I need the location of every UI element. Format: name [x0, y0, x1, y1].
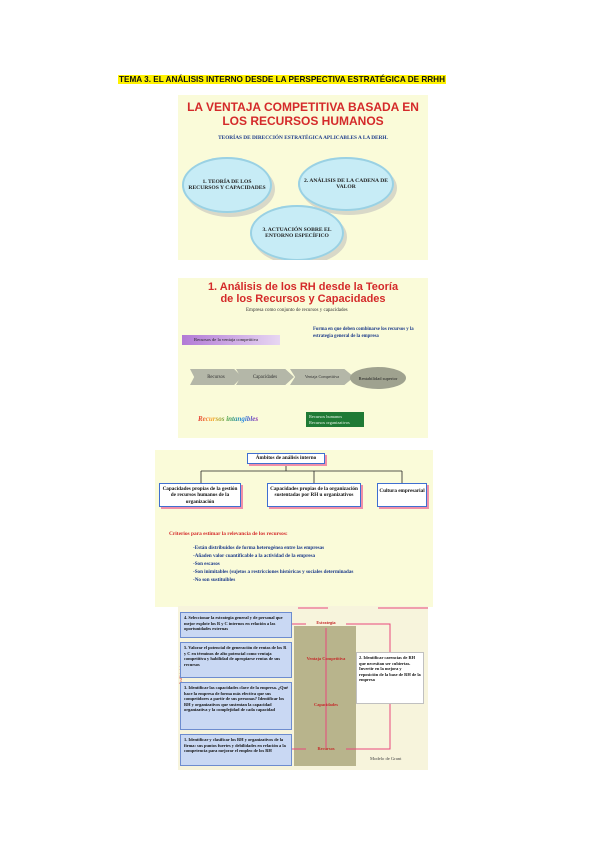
list-item: -Añaden valor cuantificable a la activid… — [193, 553, 316, 559]
step-1-box: 1. Identificar y clasificar los RH y org… — [180, 734, 292, 766]
olive-column — [294, 626, 356, 766]
green-box: Recursos humanos Recursos organizativos — [306, 412, 364, 427]
node-capabilities: Capacidades — [314, 702, 338, 707]
cloud-environment: 3. ACTUACIÓN SOBRE EL ENTORNO ESPECÍFICO — [250, 205, 344, 260]
slide2-subtitle: Empresa como conjunto de recursos y capa… — [246, 308, 348, 313]
intangible-resources-label: Recursos intangibles — [198, 415, 259, 423]
flow-capabilities: Capacidades — [236, 369, 294, 385]
node-advantage: Ventaja Competitiva — [306, 656, 346, 661]
strategy-note: Forma en que deben combinarse los recurs… — [313, 327, 414, 339]
slide-internal-analysis: Ámbitos de análisis interno Capacidades … — [155, 450, 433, 607]
slide2-title-line1: 1. Análisis de los RH desde la Teoría — [207, 281, 399, 293]
step-5-box: 5. Valorar el potencial de generación de… — [180, 642, 292, 678]
step-2-box: 2. Identificar carencias de RH que neces… — [356, 652, 424, 704]
slide2-title-line2: de los Recursos y Capacidades — [220, 293, 386, 305]
tree-connectors — [200, 464, 403, 483]
criteria-list: -Están distribuidos de forma heterogénea… — [193, 544, 353, 584]
cloud-value-chain: 2. ANÁLISIS DE LA CADENA DE VALOR — [298, 157, 394, 211]
green-line1: Recursos humanos — [309, 414, 343, 419]
list-item: -Están distribuidos de forma heterogénea… — [193, 545, 325, 551]
list-item: -Son inimitables (sujetos a restriccione… — [193, 569, 354, 575]
slide-grant-model: Análisis interno 4. Seleccionar la estra… — [178, 606, 428, 770]
flow-profitability: Rentabilidad superior — [350, 367, 406, 389]
hr-capabilities-box: Capacidades propias de la gestión de rec… — [159, 483, 241, 507]
slide1-subtitle: TEORÍAS DE DIRECCIÓN ESTRATÉGICA APLICAB… — [218, 135, 388, 141]
slide1-title-line1: LA VENTAJA COMPETITIVA BASADA EN — [187, 100, 419, 114]
org-capabilities-box: Capacidades propias de la organización s… — [267, 483, 361, 507]
node-resources: Recursos — [317, 746, 335, 751]
slide1-title-line2: LOS RECURSOS HUMANOS — [222, 114, 384, 128]
cloud-resources-theory: 1. TEORÍA DE LOS RECURSOS Y CAPACIDADES — [182, 157, 272, 213]
list-item: -Son escasos — [193, 561, 220, 567]
node-strategy: Estrategia — [316, 620, 336, 625]
green-line2: Recursos organizativos — [309, 419, 350, 425]
lilac-label: Recursos de la ventaja competitiva — [182, 335, 280, 345]
grant-model-label: Modelo de Grant — [370, 756, 402, 761]
flow-resources: Recursos — [190, 369, 242, 385]
step-4-box: 4. Seleccionar la estrategia general y d… — [180, 612, 292, 638]
culture-box: Cultura empresarial — [377, 483, 427, 507]
list-item: -No son sustituibles — [193, 577, 236, 583]
grant-connectors — [292, 607, 428, 750]
slide-resources-capabilities: 1. Análisis de los RH desde la Teoría de… — [178, 278, 428, 438]
criteria-heading: Criterios para estimar la relevancia de … — [169, 531, 288, 537]
internal-scope-header: Ámbitos de análisis interno — [247, 453, 325, 464]
slide1-title: LA VENTAJA COMPETITIVA BASADA EN LOS REC… — [178, 100, 428, 128]
flow-advantage: Ventaja Competitiva — [290, 369, 354, 385]
page-title: TEMA 3. EL ANÁLISIS INTERNO DESDE LA PER… — [118, 75, 447, 84]
slide-competitive-advantage: LA VENTAJA COMPETITIVA BASADA EN LOS REC… — [178, 95, 428, 260]
step-3-box: 3. Identificar las capacidades clave de … — [180, 682, 292, 730]
slide2-title: 1. Análisis de los RH desde la Teoría de… — [178, 281, 428, 305]
